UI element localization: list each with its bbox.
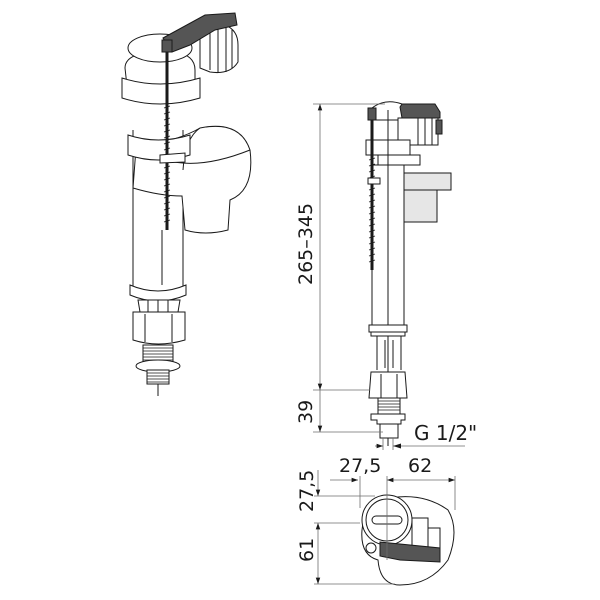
dimension-plan-width: 62 [408,455,433,477]
dimension-plan-offset-x: 27,5 [339,455,382,477]
side-elevation [365,101,452,446]
side-dimensions [313,103,465,450]
dimension-height-range: 265–345 [295,202,317,285]
plan-dimensions [314,470,456,585]
dimension-base-height: 39 [295,399,317,424]
dimension-plan-offset-y: 27,5 [296,469,318,512]
dimension-thread-size: G 1/2" [414,421,478,445]
dimension-plan-depth: 61 [296,537,318,562]
top-plan [361,494,455,586]
isometric-view [121,12,252,396]
